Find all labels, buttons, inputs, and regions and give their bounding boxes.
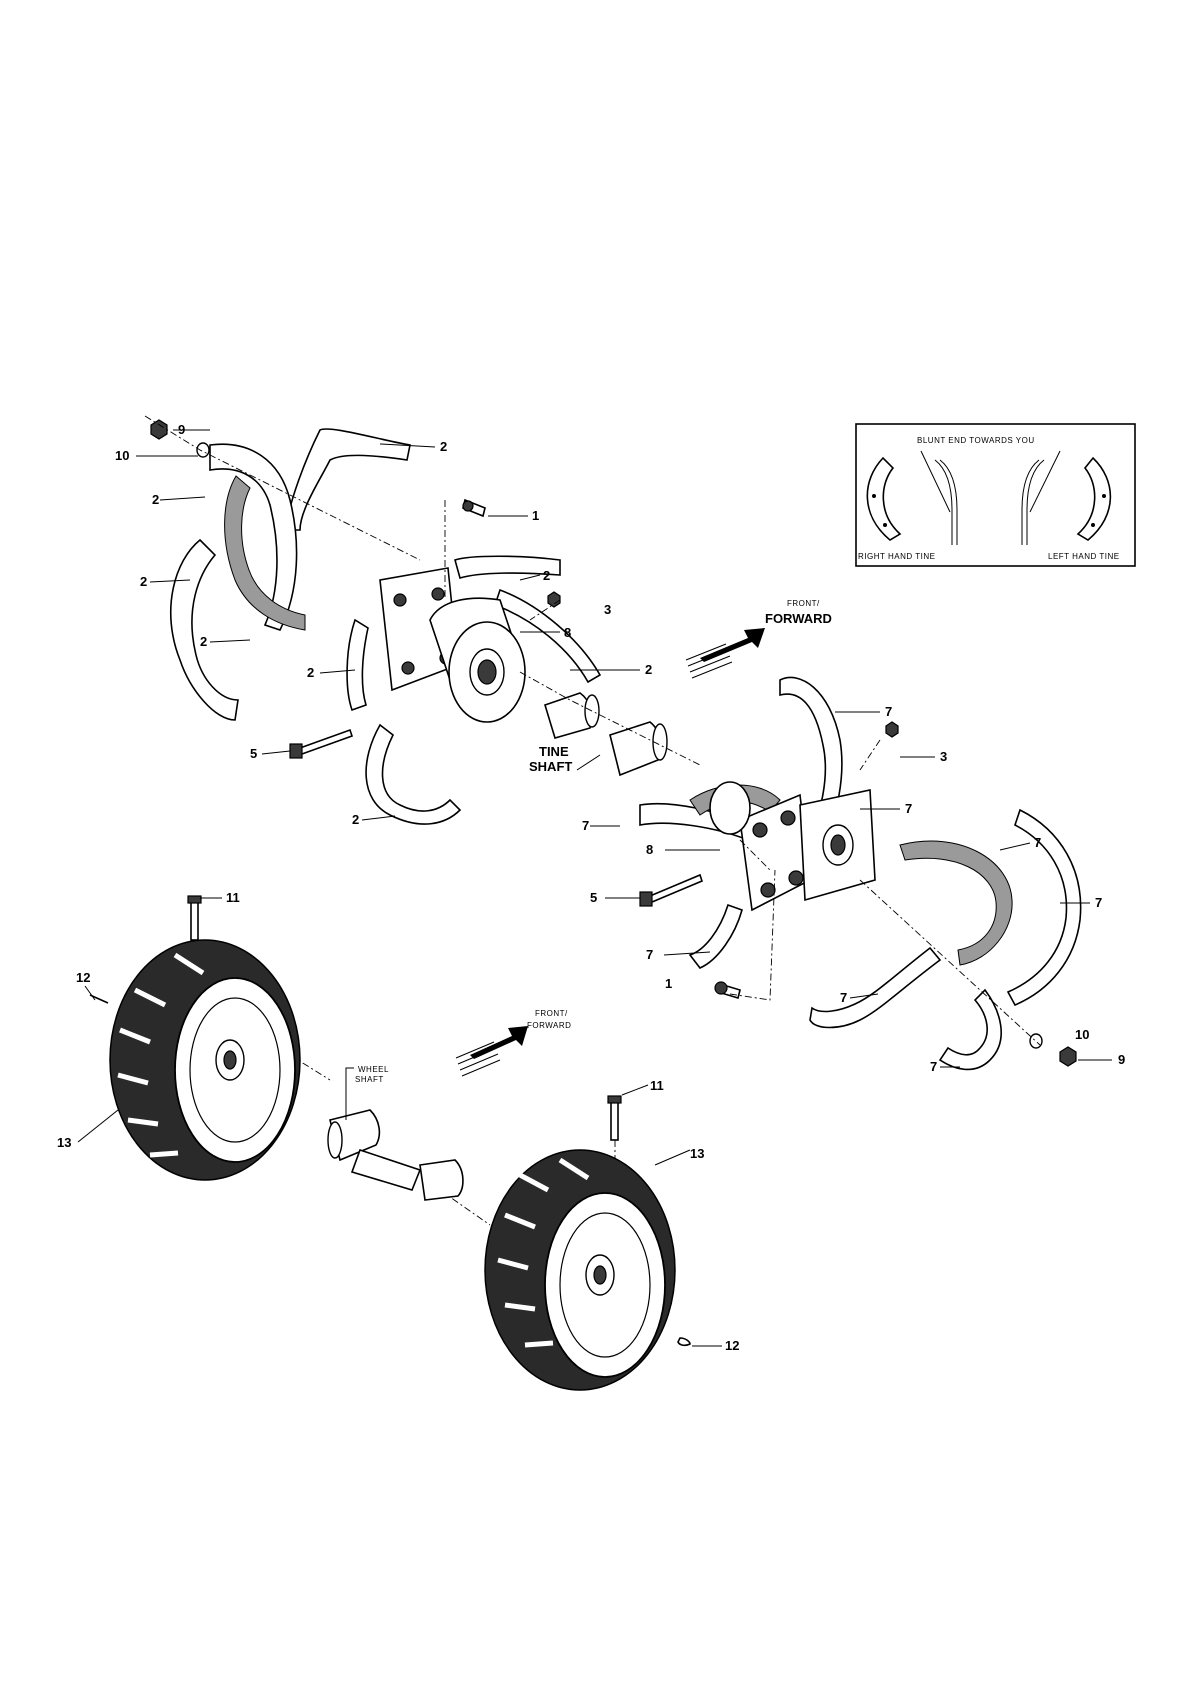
- left-wheel-assembly: [90, 896, 300, 1180]
- front-forward-arrow-1: FRONT/ FORWARD: [686, 599, 832, 678]
- wheel-shaft-bar: [352, 1150, 420, 1190]
- wheel-shaft: [328, 1110, 463, 1200]
- inset-title: BLUNT END TOWARDS YOU: [917, 436, 1035, 445]
- callout-left-2f: 2: [645, 662, 652, 677]
- right-tine-far-right: [1008, 810, 1081, 1005]
- front-forward-2-line2: FORWARD: [527, 1021, 571, 1030]
- left-nut-3: [548, 592, 560, 607]
- tine-orientation-inset: BLUNT END TOWARDS YOU RIGHT HAND TINE LE…: [856, 424, 1135, 566]
- callout-left-8: 8: [564, 625, 571, 640]
- wheel-shaft-label-line1: WHEEL: [358, 1065, 389, 1074]
- callout-right-3: 3: [940, 749, 947, 764]
- callout-wheel-13b: 13: [690, 1146, 704, 1161]
- callout-left-2b: 2: [152, 492, 159, 507]
- callout-left-2d: 2: [200, 634, 207, 649]
- callout-left-2h: 2: [352, 812, 359, 827]
- callout-right-7e: 7: [1095, 895, 1102, 910]
- left-tine-bottom: [366, 725, 460, 824]
- tine-shaft-label-line2: SHAFT: [529, 759, 572, 774]
- left-nut-9: [151, 420, 167, 439]
- callout-right-9: 9: [1118, 1052, 1125, 1067]
- callout-right-7c: 7: [582, 818, 589, 833]
- front-forward-arrow-2: FRONT/ FORWARD: [456, 1009, 571, 1076]
- left-tine-left-curve: [171, 540, 238, 720]
- callout-right-7h: 7: [930, 1059, 937, 1074]
- wheel-shaft-tube-b: [420, 1160, 463, 1200]
- right-tine-assembly: [640, 678, 1081, 1070]
- right-washer-10: [1030, 1034, 1042, 1048]
- callout-left-2c: 2: [140, 574, 147, 589]
- wheel-shaft-label-line2: SHAFT: [355, 1075, 384, 1084]
- right-tine-bottom-left: [690, 905, 742, 968]
- inset-frame: [856, 424, 1135, 566]
- callout-right-10: 10: [1075, 1027, 1089, 1042]
- right-hub-disc: [710, 782, 750, 834]
- callout-left-2e: 2: [543, 568, 550, 583]
- left-pin-11: [191, 900, 198, 940]
- callout-left-1: 1: [532, 508, 539, 523]
- callout-left-10: 10: [115, 448, 129, 463]
- callout-right-7d: 7: [1034, 835, 1041, 850]
- callout-wheel-11a: 11: [226, 890, 240, 905]
- callout-left-2g: 2: [307, 665, 314, 680]
- right-nut-3: [886, 722, 898, 737]
- left-washer-10: [197, 443, 209, 457]
- inset-right-hand-label: RIGHT HAND TINE: [858, 552, 935, 561]
- callout-right-7a: 7: [885, 704, 892, 719]
- callout-wheel-13a: 13: [57, 1135, 71, 1150]
- callout-left-2a: 2: [440, 439, 447, 454]
- callout-wheel-12b: 12: [725, 1338, 739, 1353]
- callout-right-1: 1: [665, 976, 672, 991]
- right-wheel-assembly: [485, 1096, 690, 1390]
- tine-shaft-label-line1: TINE: [539, 744, 569, 759]
- callout-right-8: 8: [646, 842, 653, 857]
- right-tine-right-curve: [900, 841, 1012, 965]
- front-forward-1-line1: FRONT/: [787, 599, 820, 608]
- right-nut-9: [1060, 1047, 1076, 1066]
- right-bolt-5: [650, 875, 702, 902]
- left-bolt-5: [300, 730, 352, 754]
- callout-left-3: 3: [604, 602, 611, 617]
- callout-right-7g: 7: [840, 990, 847, 1005]
- right-pin-11: [611, 1100, 618, 1140]
- right-tine-lower: [810, 948, 940, 1028]
- callout-right-7f: 7: [646, 947, 653, 962]
- callout-left-5: 5: [250, 746, 257, 761]
- right-tine-bottom: [940, 990, 1001, 1069]
- callout-wheel-11b: 11: [650, 1078, 664, 1093]
- front-forward-1-line2: FORWARD: [765, 611, 832, 626]
- callout-right-5: 5: [590, 890, 597, 905]
- front-forward-2-line1: FRONT/: [535, 1009, 568, 1018]
- right-clip-12: [678, 1338, 690, 1345]
- left-tine-lower-left: [347, 620, 368, 710]
- callout-right-7b: 7: [905, 801, 912, 816]
- callout-wheel-12a: 12: [76, 970, 90, 985]
- callout-left-9: 9: [178, 422, 185, 437]
- inset-left-hand-label: LEFT HAND TINE: [1048, 552, 1120, 561]
